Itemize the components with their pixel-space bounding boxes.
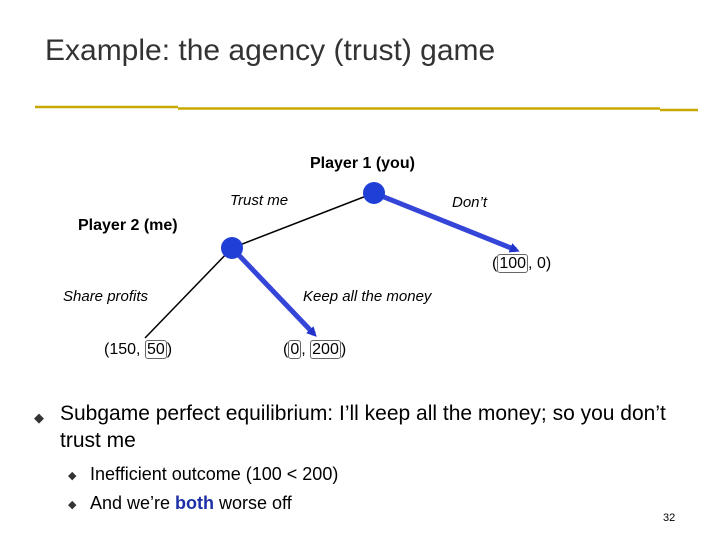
player2-label: Player 2 (me) — [78, 217, 178, 234]
edge-dont — [373, 190, 520, 253]
payoff-keep: (0, 200) — [283, 340, 347, 359]
bullet-main: ◆ Subgame perfect equilibrium: I’ll keep… — [34, 400, 694, 454]
player1-node — [363, 182, 385, 204]
bullet-sub-2-highlight: both — [175, 493, 215, 513]
move-keep-label: Keep all the money — [303, 288, 432, 305]
bullet-sub-2: ◆ And we’re both worse off — [34, 489, 694, 518]
bullet-main-text: Subgame perfect equilibrium: I’ll keep a… — [60, 402, 666, 452]
move-dont-label: Don’t — [452, 194, 488, 211]
bullet-sub-1-text: Inefficient outcome (100 < 200) — [90, 464, 339, 484]
edge-keep — [230, 246, 317, 337]
bullet-list: ◆ Subgame perfect equilibrium: I’ll keep… — [34, 400, 694, 518]
diamond-bullet-icon: ◆ — [34, 410, 44, 425]
payoff-share: (150, 50) — [104, 340, 173, 359]
page-number: 32 — [663, 512, 676, 524]
game-tree — [144, 182, 520, 339]
edge-share — [144, 247, 233, 339]
diamond-bullet-icon: ◆ — [68, 499, 77, 511]
bullet-sub-1: ◆ Inefficient outcome (100 < 200) — [34, 460, 694, 489]
diamond-bullet-icon: ◆ — [68, 470, 77, 482]
payoff-dont: (100, 0) — [492, 254, 552, 273]
edge-trust — [231, 192, 375, 249]
bullet-sub-2-post: worse off — [214, 493, 292, 513]
bullet-sub-2-pre: And we’re — [90, 493, 176, 513]
slide-title: Example: the agency (trust) game — [45, 34, 496, 67]
player2-node — [221, 237, 243, 259]
move-share-label: Share profits — [63, 288, 149, 305]
move-trust-label: Trust me — [230, 192, 289, 209]
title-underline — [35, 105, 698, 112]
player1-label: Player 1 (you) — [310, 155, 415, 172]
